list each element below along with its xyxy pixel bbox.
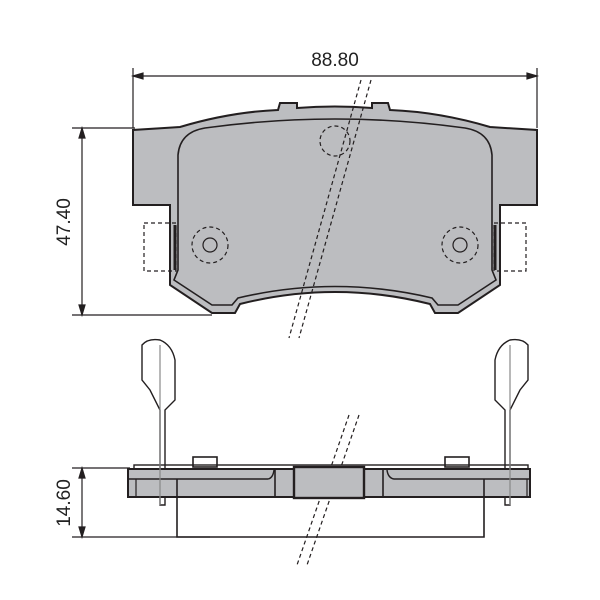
friction-block — [176, 479, 485, 538]
width-dimension — [130, 68, 540, 128]
side-view — [127, 338, 531, 538]
height-dimension — [72, 125, 212, 318]
height-label: 47.40 — [54, 198, 75, 246]
thickness-label: 14.60 — [54, 479, 75, 527]
width-label: 88.80 — [311, 50, 359, 71]
backing-plate-top-view — [132, 102, 538, 314]
right-clip — [494, 338, 529, 506]
left-clip — [141, 338, 176, 506]
friction-material-outline — [173, 118, 497, 306]
